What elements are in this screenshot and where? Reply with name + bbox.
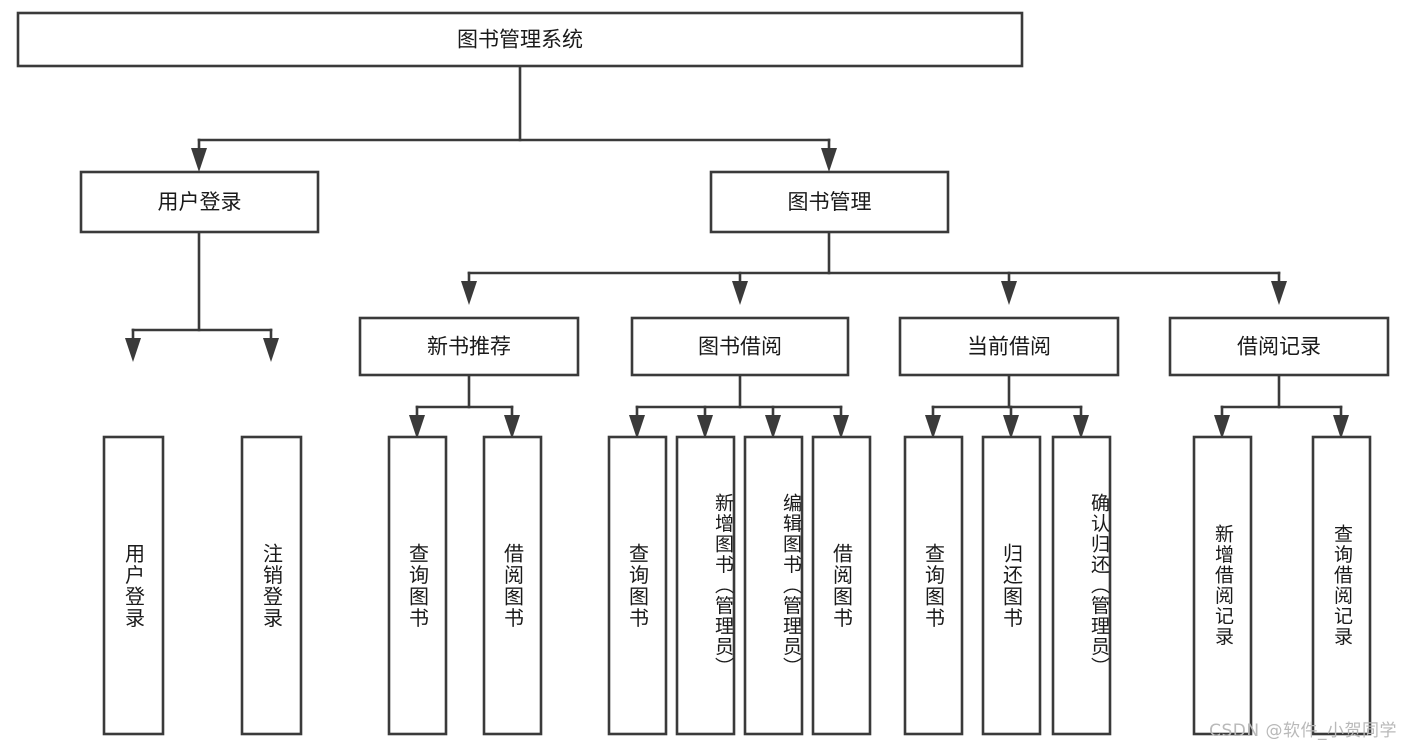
leaf-query-books-recommendation[interactable] (387, 435, 448, 736)
leaf-borrow-books-recommendation[interactable] (482, 435, 543, 736)
leaf-add-borrowing-record[interactable] (1192, 435, 1253, 736)
watermark-text: CSDN @软件_小贺同学 (1209, 721, 1397, 741)
node-book-borrowing[interactable] (630, 316, 850, 377)
node-current-borrowing[interactable] (898, 316, 1120, 377)
node-borrowing-records-label: 借阅记录 (1237, 335, 1321, 359)
leaf-query-borrowing-record[interactable] (1311, 435, 1372, 736)
connector-book-borrowing-to-leaves (629, 373, 849, 439)
leaf-user-login[interactable] (102, 435, 165, 736)
connector-new-book-to-leaves (409, 373, 520, 439)
node-new-book-recommendation-label: 新书推荐 (427, 335, 511, 359)
leaf-confirm-return-admin[interactable] (1051, 435, 1112, 736)
leaf-edit-book-admin[interactable] (743, 435, 804, 736)
leaf-add-book-admin[interactable] (675, 435, 736, 736)
node-new-book-recommendation[interactable] (358, 316, 580, 377)
connector-root-to-level2 (191, 64, 837, 172)
node-user-login-label: 用户登录 (158, 190, 242, 214)
connector-current-borrowing-to-leaves (925, 373, 1089, 439)
connector-borrowing-records-to-leaves (1214, 373, 1349, 439)
node-book-management-label: 图书管理 (788, 190, 872, 214)
connector-user-login-to-leaves (125, 230, 279, 362)
connector-book-management-to-level3 (461, 230, 1287, 305)
node-root-book-management-system[interactable] (16, 11, 1024, 68)
node-user-login[interactable] (79, 170, 320, 234)
leaf-query-books-current[interactable] (903, 435, 964, 736)
node-root-book-management-system-label: 图书管理系统 (457, 28, 583, 52)
leaf-return-books[interactable] (981, 435, 1042, 736)
node-book-management[interactable] (709, 170, 950, 234)
leaf-logout[interactable] (240, 435, 303, 736)
node-current-borrowing-label: 当前借阅 (967, 335, 1051, 359)
leaf-query-books-borrowing[interactable] (607, 435, 668, 736)
node-book-borrowing-label: 图书借阅 (698, 335, 782, 359)
node-borrowing-records[interactable] (1168, 316, 1390, 377)
leaf-borrow-books-borrowing[interactable] (811, 435, 872, 736)
